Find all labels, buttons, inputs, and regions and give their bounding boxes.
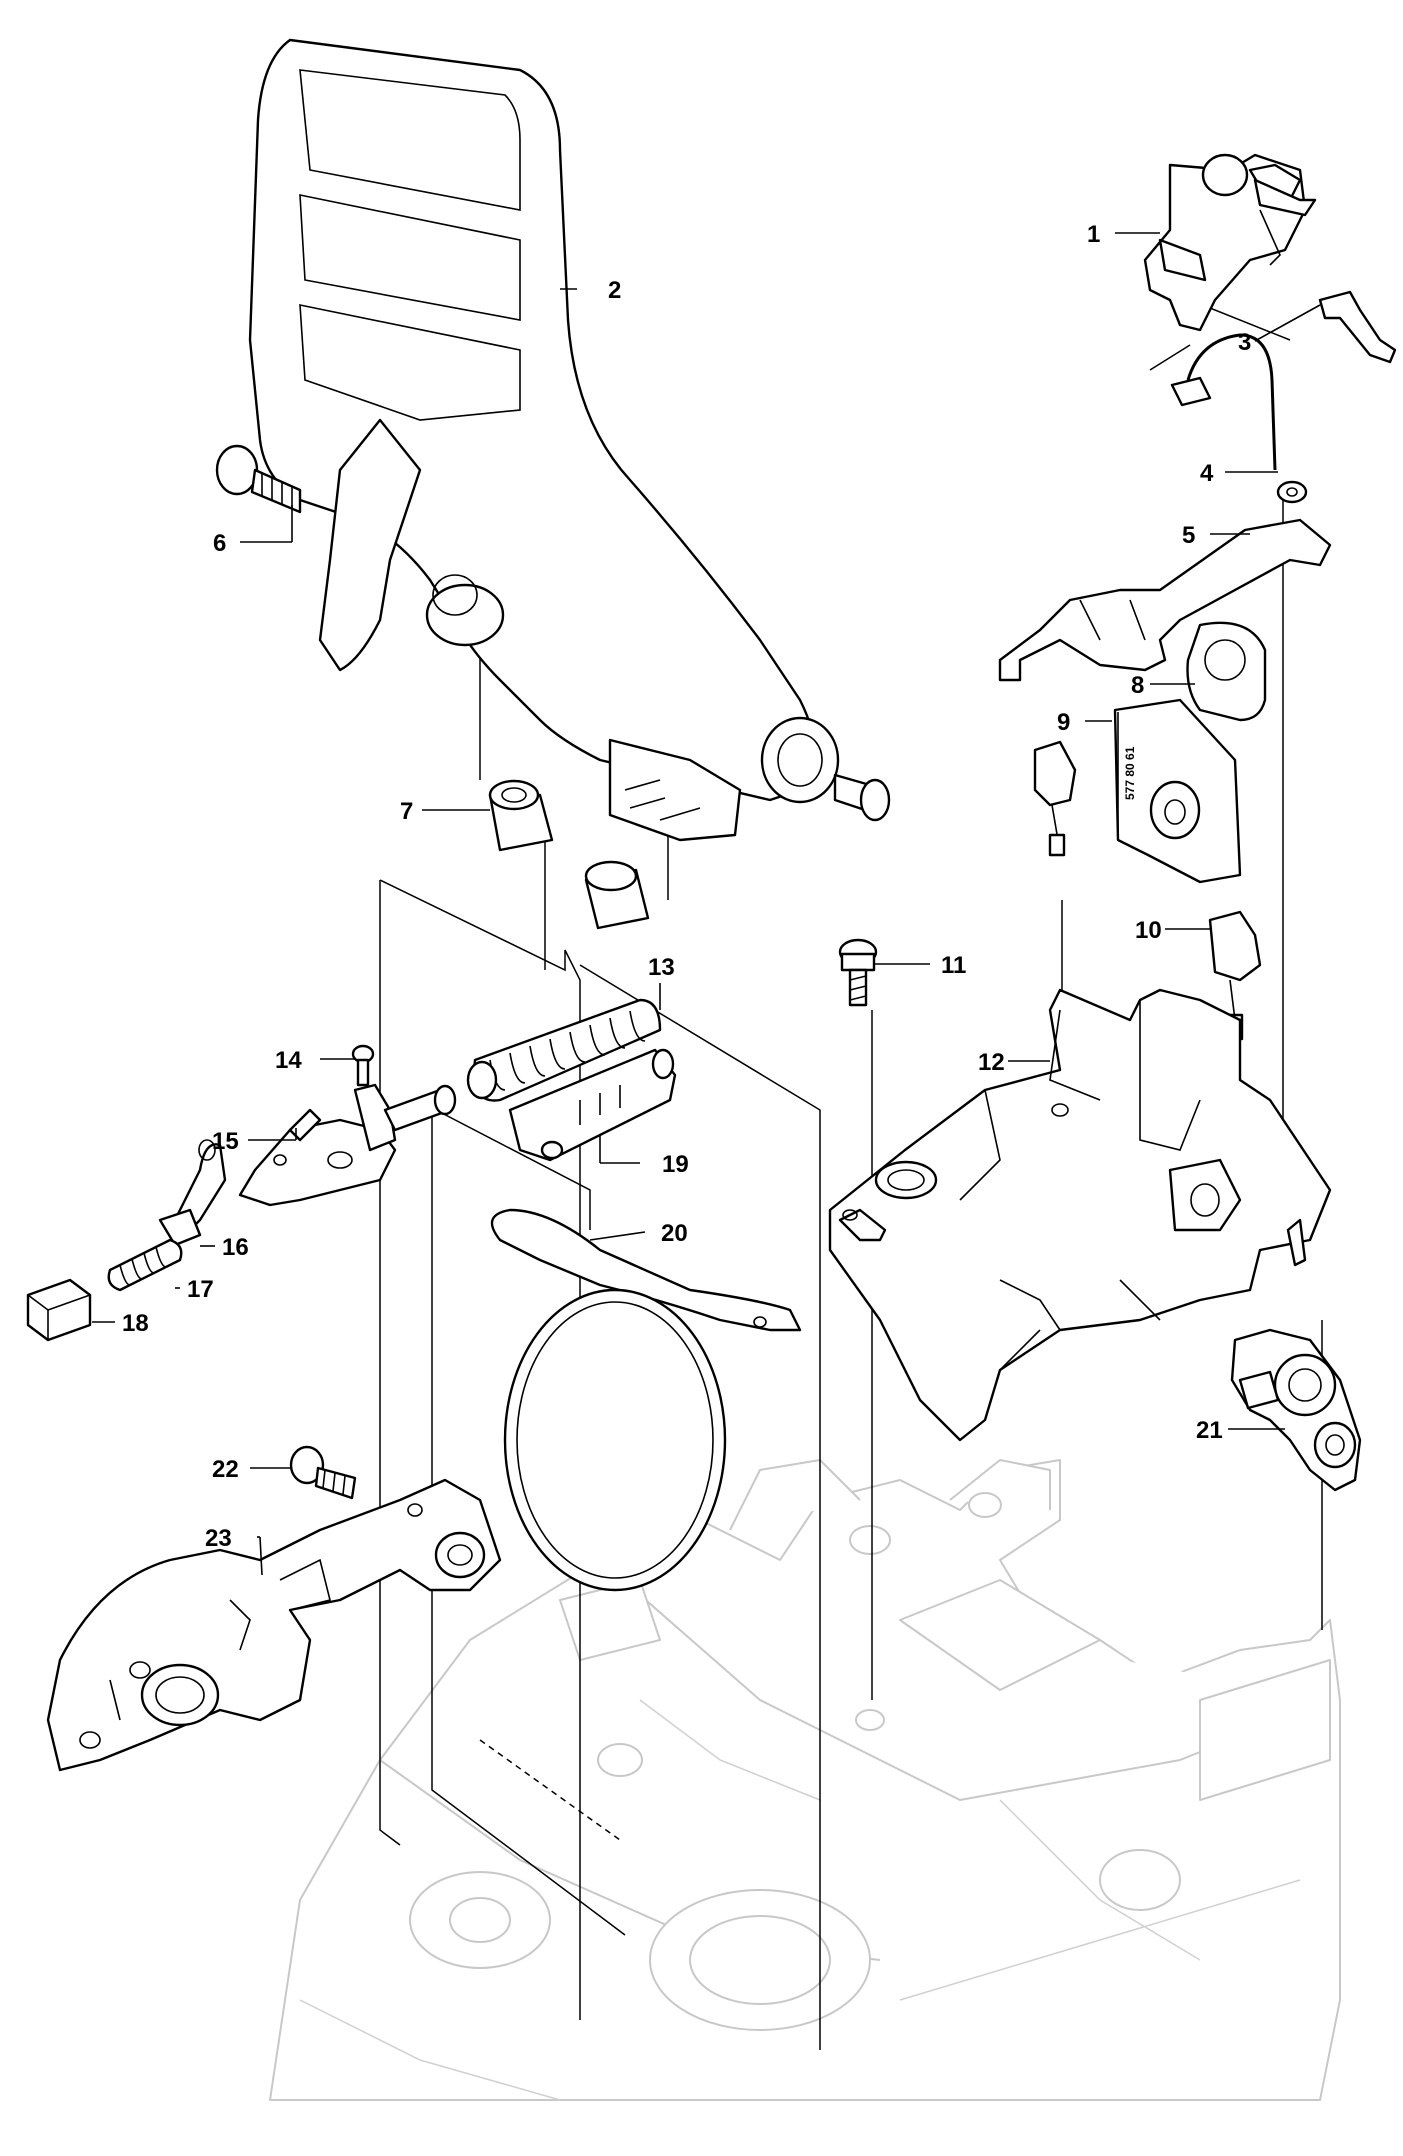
assembly-guide-lines bbox=[379, 299, 1323, 2050]
part-11-screw bbox=[838, 938, 878, 1007]
part-3-spring-clip bbox=[1318, 290, 1397, 364]
callout-13: 13 bbox=[648, 954, 675, 981]
part-18-block bbox=[26, 1278, 92, 1342]
callout-11: 11 bbox=[941, 952, 966, 979]
callout-23: 23 bbox=[205, 1525, 232, 1552]
part-20-brake-band bbox=[490, 1208, 802, 1592]
callout-labels: 1 2 3 4 5 6 7 8 9 10 11 12 13 14 15 16 1… bbox=[122, 221, 1251, 1552]
part-1-throttle-trigger bbox=[1143, 153, 1317, 332]
cover-decal-text: 577 80 61 bbox=[1123, 746, 1137, 800]
part-16-brake-latch bbox=[158, 1139, 227, 1247]
part-14-screw bbox=[351, 1044, 375, 1087]
part-5-throttle-lockout bbox=[998, 518, 1332, 682]
callout-22: 22 bbox=[212, 1456, 239, 1483]
part-2-hand-guard bbox=[248, 38, 891, 842]
callout-21: 21 bbox=[1196, 1417, 1223, 1444]
callout-14: 14 bbox=[275, 1047, 302, 1074]
part-19-brake-cover bbox=[508, 1048, 677, 1162]
callout-3: 3 bbox=[1238, 329, 1251, 356]
part-22-screw bbox=[289, 1445, 357, 1500]
callout-15: 15 bbox=[212, 1128, 239, 1155]
callout-16: 16 bbox=[222, 1234, 249, 1261]
callout-2: 2 bbox=[608, 277, 621, 304]
callout-9: 9 bbox=[1057, 709, 1070, 736]
part-13-spring bbox=[466, 998, 662, 1102]
callout-6: 6 bbox=[213, 530, 226, 557]
callout-5: 5 bbox=[1182, 522, 1195, 549]
part-8-grommet bbox=[1186, 621, 1267, 722]
part-6-screw bbox=[215, 444, 302, 514]
part-4-throttle-cable bbox=[1170, 333, 1308, 504]
callout-10: 10 bbox=[1135, 917, 1162, 944]
part-9-cover: 577 80 61 bbox=[1113, 698, 1242, 884]
callout-17: 17 bbox=[187, 1276, 214, 1303]
part-17-spring bbox=[107, 1238, 183, 1292]
part-21-damper-assembly bbox=[1230, 1328, 1362, 1492]
part-15-brake-lever bbox=[238, 1083, 457, 1207]
part-23-side-cover bbox=[46, 1478, 502, 1772]
callout-8: 8 bbox=[1131, 672, 1144, 699]
callout-18: 18 bbox=[122, 1310, 149, 1337]
crankcase-ghost bbox=[269, 1459, 1341, 2101]
callout-4: 4 bbox=[1200, 460, 1214, 487]
part-10-damper-left bbox=[1033, 740, 1077, 857]
callout-20: 20 bbox=[661, 1220, 688, 1247]
callout-7: 7 bbox=[400, 798, 413, 825]
callout-12: 12 bbox=[978, 1049, 1005, 1076]
part-12-handle-support bbox=[828, 988, 1332, 1442]
callout-19: 19 bbox=[662, 1151, 689, 1178]
callout-1: 1 bbox=[1087, 221, 1100, 248]
leader-lines bbox=[92, 232, 1321, 1576]
part-7-bushings bbox=[488, 779, 650, 930]
